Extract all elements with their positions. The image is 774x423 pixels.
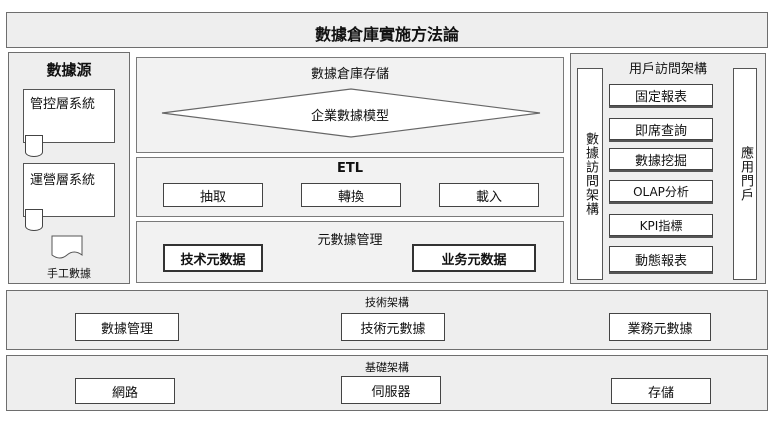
etl-extract: 抽取 xyxy=(163,183,263,207)
tech-metadata-box: 技術元數據 xyxy=(341,313,445,341)
tech-architecture-panel: 技術架構 數據管理 技術元數據 業務元數據 xyxy=(6,290,768,350)
control-system-db-icon xyxy=(25,135,43,157)
etl-panel: ETL 抽取 轉換 載入 xyxy=(136,157,564,217)
business-metadata-box: 业务元数据 xyxy=(412,244,536,272)
control-system-box: 管控層系統 xyxy=(23,89,115,143)
olap-analysis-item: OLAP分析 xyxy=(609,180,713,202)
enterprise-model-label: 企業數據模型 xyxy=(310,109,389,124)
data-access-vertical-label: 數據訪問架構 xyxy=(583,132,598,216)
ops-system-db-icon xyxy=(25,209,43,231)
title-bar: 數據倉庫實施方法論 xyxy=(6,12,768,48)
network-box: 網路 xyxy=(75,378,175,404)
metadata-panel: 元數據管理 技术元数据 业务元数据 xyxy=(136,221,564,283)
server-box: 伺服器 xyxy=(341,376,441,404)
kpi-item: KPI指標 xyxy=(609,214,713,236)
etl-load: 載入 xyxy=(439,183,539,207)
etl-title: ETL xyxy=(336,161,364,176)
adhoc-query-item: 即席查詢 xyxy=(609,118,713,140)
app-portal-vertical-label: 應用門戶 xyxy=(738,146,753,202)
tech-architecture-title: 技術架構 xyxy=(365,296,409,309)
user-access-panel: 用戶訪問架構 數據訪問架構 應用門戶 固定報表 即席查詢 數據挖掘 OLAP分析… xyxy=(570,53,766,284)
business-metadata-tech-box: 業務元數據 xyxy=(609,313,711,341)
data-access-vertical: 數據訪問架構 xyxy=(577,68,603,280)
metadata-title: 元數據管理 xyxy=(317,233,383,248)
data-source-panel: 數據源 管控層系統 運營層系統 手工數據 xyxy=(8,52,130,284)
document-icon xyxy=(51,235,83,259)
technical-metadata-box: 技术元数据 xyxy=(163,244,263,272)
dynamic-report-item: 動態報表 xyxy=(609,246,713,272)
data-source-title: 數據源 xyxy=(46,61,92,79)
data-management-box: 數據管理 xyxy=(75,313,179,341)
manual-data-label: 手工數據 xyxy=(47,267,91,280)
infrastructure-title: 基礎架構 xyxy=(365,361,409,374)
enterprise-model-diamond xyxy=(161,88,541,138)
ops-system-label: 運營層系統 xyxy=(30,173,96,188)
data-mining-item: 數據挖掘 xyxy=(609,148,713,170)
ops-system-box: 運營層系統 xyxy=(23,163,115,217)
app-portal-vertical: 應用門戶 xyxy=(733,68,757,280)
storage-box: 存儲 xyxy=(611,378,711,404)
user-access-title: 用戶訪問架構 xyxy=(628,62,707,77)
control-system-label: 管控層系統 xyxy=(30,97,96,112)
infrastructure-panel: 基礎架構 網路 伺服器 存儲 xyxy=(6,355,768,411)
diagram-title: 數據倉庫實施方法論 xyxy=(314,25,459,44)
warehouse-storage-title: 數據倉庫存儲 xyxy=(310,67,389,82)
etl-transform: 轉換 xyxy=(301,183,401,207)
fixed-report-item: 固定報表 xyxy=(609,84,713,106)
warehouse-storage-panel: 數據倉庫存儲 企業數據模型 xyxy=(136,57,564,153)
